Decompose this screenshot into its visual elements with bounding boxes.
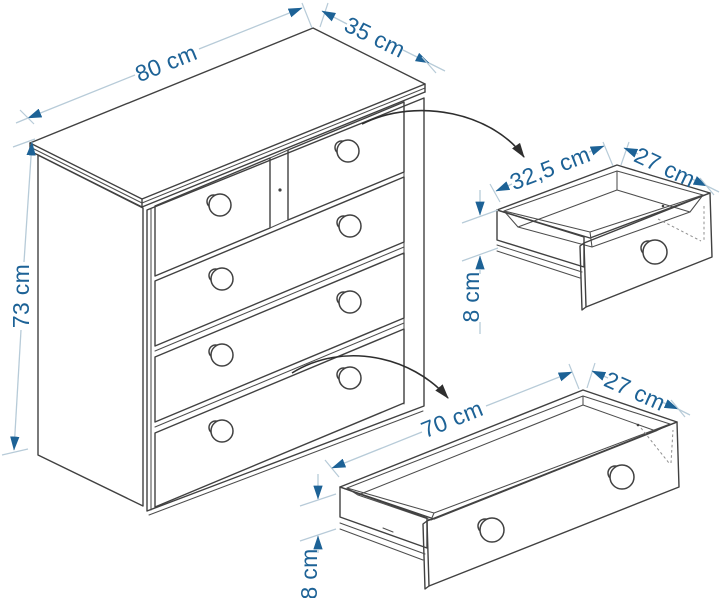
left-wall [496,209,585,268]
extension-tick [299,493,337,507]
extension-tick [586,362,596,389]
small-drawer-front-left [154,157,271,277]
chest-top-edge-mid [29,87,426,204]
extension-tick [602,141,614,167]
chest-width-label: 80 cm [131,39,200,87]
dimension-chest-height: 73 cm [1,138,36,456]
large-drawer-width-label: 70 cm [417,395,486,443]
knob [607,464,635,490]
wide-drawer-front-2 [154,252,405,423]
front-panel [426,421,680,587]
chest-dimensions: 80 cm 35 cm 73 cm [1,2,446,456]
wide-drawer-front-3 [154,328,405,508]
knob [336,366,362,390]
arrow-to-small-drawer [361,109,525,158]
arrow-to-large-drawer [291,354,449,399]
knob [336,214,362,238]
large-drawer-depth-label: 27 cm [600,366,669,416]
knob [208,267,234,291]
small-drawer-detail [496,164,713,311]
extension-tick [19,109,35,125]
slide-rail [496,250,581,279]
divider-dot [278,188,282,192]
left-wall [339,486,428,549]
knob [477,517,505,543]
hidden-edge [657,218,702,242]
extension-tick [299,528,337,542]
knob [206,193,232,217]
chest-left-panel [37,154,144,507]
slide-rail [339,528,424,561]
dimension-small-depth: 27 cm [620,141,720,196]
knob [334,139,360,163]
front-panel [583,192,713,308]
extension-tick [421,56,437,74]
extension-tick [324,459,340,478]
slide-rail [496,244,583,273]
knob [336,290,362,314]
extension-tick [1,448,29,456]
large-drawer-detail [339,389,680,590]
wide-drawer-front-1 [154,176,405,347]
knob [640,239,668,265]
chest-top-edge-bottom [29,91,426,208]
dimension-small-height: 8 cm [458,190,499,334]
extension-tick [301,2,313,29]
dimension-chest-width: 80 cm [15,2,313,125]
chest-depth-label: 35 cm [340,11,409,62]
small-drawer-width-label: 32,5 cm [506,141,594,195]
knob [208,343,234,367]
extension-tick [461,247,499,262]
dimension-large-height: 8 cm [296,474,337,598]
extension-tick [12,138,36,148]
extension-tick [489,183,501,203]
slide-rail [339,522,426,555]
extension-tick [319,2,329,28]
rim-inner [346,395,671,514]
interior-floor [517,189,691,248]
extension-tick [568,363,580,390]
chest-illustration [29,27,426,516]
hidden-edge [670,429,674,464]
flow-arrows [291,109,525,399]
extension-tick [670,399,686,418]
large-drawer-height-label: 8 cm [296,548,322,598]
knob [208,419,234,443]
small-drawer-height-label: 8 cm [458,271,484,322]
extension-tick [620,141,630,166]
chest-height-label: 73 cm [8,264,34,328]
dimension-small-width: 32,5 cm [489,141,614,203]
hidden-edge [640,427,670,464]
chest-top-face [29,27,426,200]
chest-front-face [146,97,425,512]
extension-tick [461,209,499,224]
small-drawer-front-right [287,101,405,221]
